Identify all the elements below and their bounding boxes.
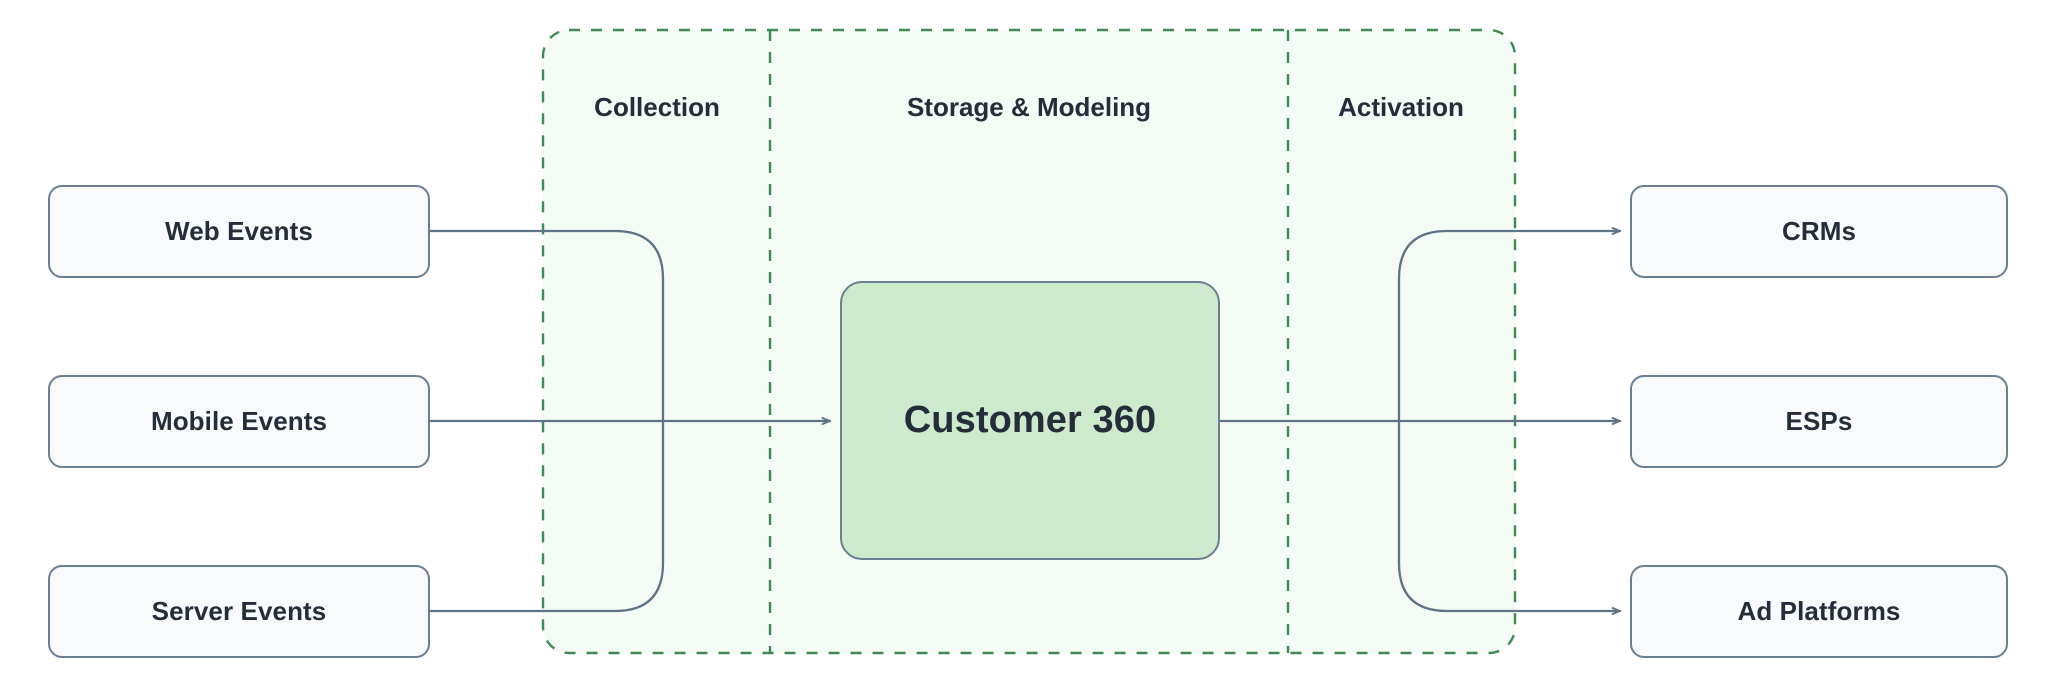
node-esps-label: ESPs bbox=[1785, 406, 1853, 436]
node-mobile-events[interactable]: Mobile Events bbox=[48, 375, 430, 468]
node-web-events[interactable]: Web Events bbox=[48, 185, 430, 278]
lane-title-activation: Activation bbox=[1338, 92, 1464, 122]
lane-title-storage-modeling: Storage & Modeling bbox=[906, 92, 1152, 122]
edge-split-to-crms bbox=[1397, 227, 1622, 423]
node-server-events-label: Server Events bbox=[151, 596, 327, 626]
node-server-events[interactable]: Server Events bbox=[48, 565, 430, 658]
node-customer-360[interactable]: Customer 360 bbox=[840, 281, 1220, 560]
edge-server-to-merge bbox=[428, 419, 665, 613]
node-esps[interactable]: ESPs bbox=[1630, 375, 2008, 468]
node-customer-360-label: Customer 360 bbox=[903, 399, 1157, 441]
edge-split-to-ad-platforms bbox=[1397, 419, 1622, 615]
node-ad-platforms-label: Ad Platforms bbox=[1737, 596, 1901, 626]
edge-web-to-merge bbox=[428, 229, 665, 423]
node-crms-label: CRMs bbox=[1781, 216, 1857, 246]
node-web-events-label: Web Events bbox=[165, 216, 313, 246]
lane-title-collection: Collection bbox=[594, 92, 720, 122]
node-ad-platforms[interactable]: Ad Platforms bbox=[1630, 565, 2008, 658]
node-crms[interactable]: CRMs bbox=[1630, 185, 2008, 278]
node-mobile-events-label: Mobile Events bbox=[150, 406, 328, 436]
